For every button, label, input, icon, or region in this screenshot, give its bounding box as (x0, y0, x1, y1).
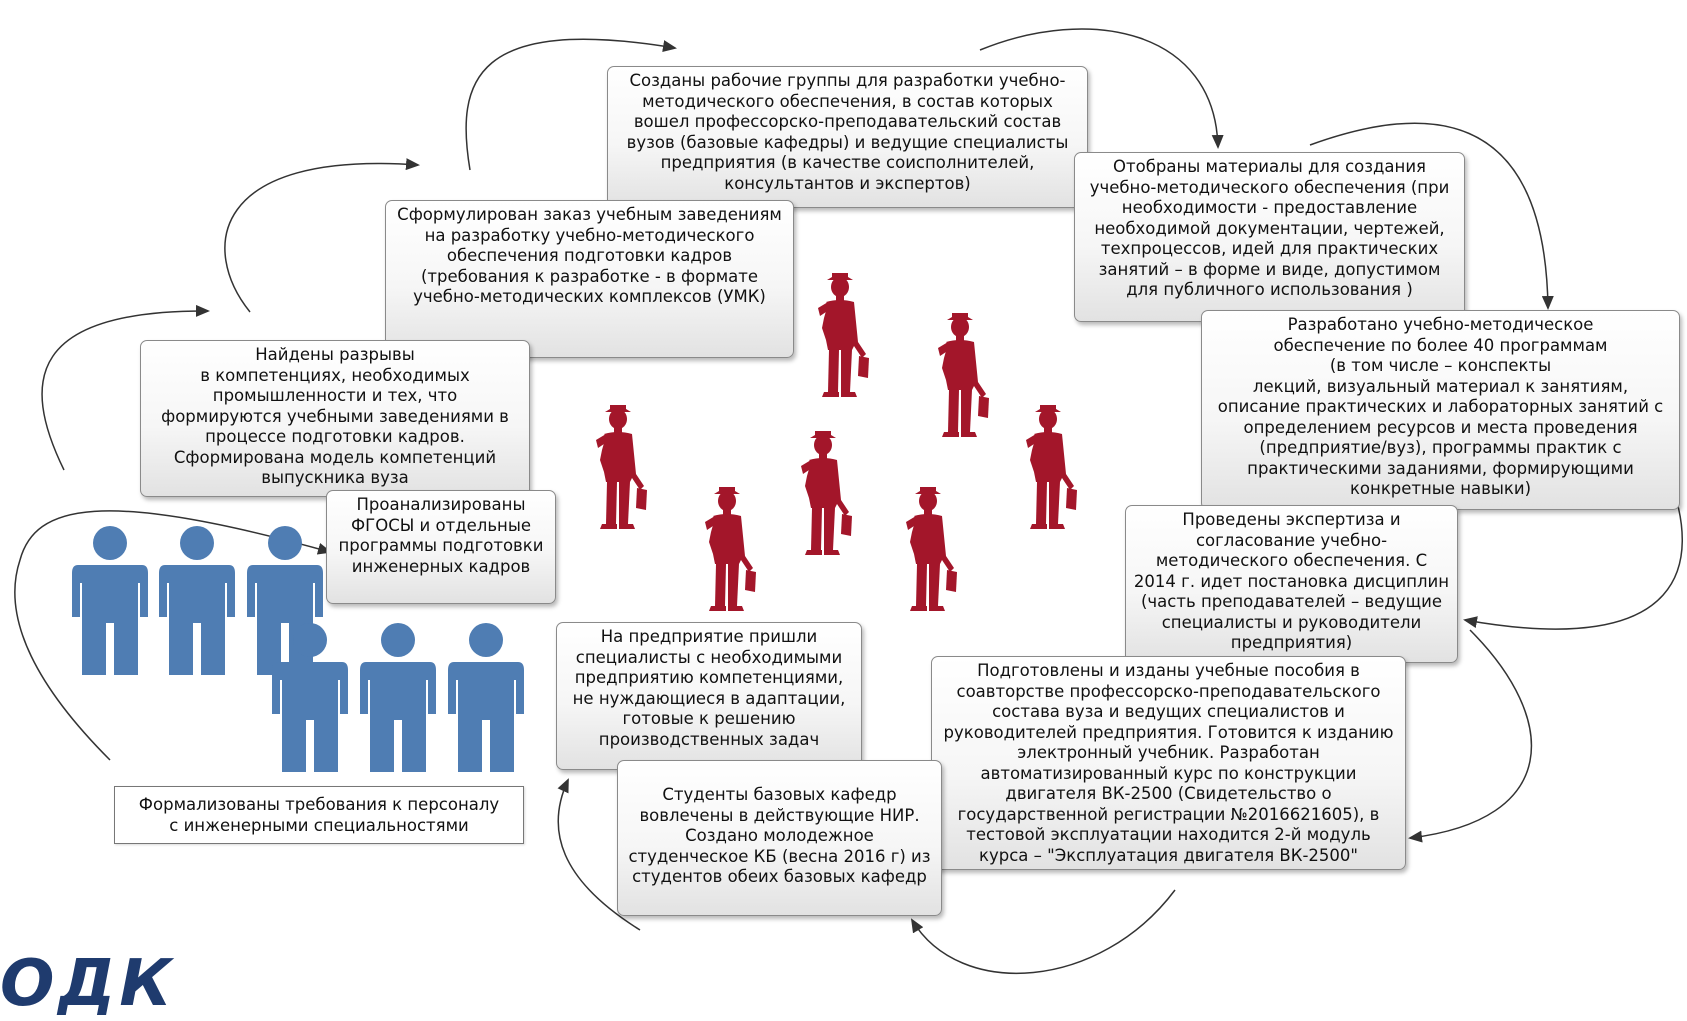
box-specialists-arrived: На предприятие пришли специалисты с необ… (556, 622, 862, 770)
curved-arrow-icon (41, 304, 210, 471)
box-personnel-requirements: Формализованы требования к персоналу с и… (114, 786, 524, 844)
person-icon (272, 623, 348, 772)
curved-arrow-icon (224, 158, 420, 313)
curved-arrow-icon (465, 38, 677, 171)
curved-arrow-icon (1309, 122, 1554, 310)
box-expertise: Проведены экспертиза и согласование учеб… (1125, 505, 1458, 663)
businessman-with-briefcase-icon (818, 273, 869, 397)
curved-arrow-icon (979, 28, 1224, 149)
curved-arrow-icon (1408, 629, 1533, 843)
person-icon (360, 623, 436, 772)
person-icon (72, 526, 148, 675)
businessman-with-briefcase-icon (596, 405, 647, 529)
box-competence-gaps: Найдены разрывы в компетенциях, необходи… (140, 340, 530, 497)
company-logo: ОДК (0, 947, 176, 1021)
box-working-groups: Созданы рабочие группы для разработки уч… (607, 66, 1088, 208)
box-fgos-analyzed: Проанализированы ФГОСЫ и отдельные прогр… (326, 490, 556, 604)
businessman-with-briefcase-icon (801, 431, 852, 555)
box-order-formulated: Сформулирован заказ учебным заведениям н… (385, 200, 794, 358)
businessman-with-briefcase-icon (1026, 405, 1077, 529)
businessman-with-briefcase-icon (938, 313, 989, 437)
curved-arrow-icon (557, 778, 641, 931)
box-materials-selected: Отобраны материалы для создания учебно-м… (1074, 152, 1465, 322)
person-icon (448, 623, 524, 772)
curved-arrow-icon (1463, 479, 1684, 630)
person-icon (159, 526, 235, 675)
businessman-with-briefcase-icon (906, 487, 957, 611)
curved-arrow-icon (14, 510, 332, 761)
businessman-with-briefcase-icon (705, 487, 756, 611)
box-students-involved: Студенты базовых кафедр вовлечены в дейс… (617, 760, 942, 916)
box-methodical-support-developed: Разработано учебно-методическое обеспече… (1201, 310, 1680, 510)
diagram-canvas (14, 28, 1684, 974)
box-textbooks-published: Подготовлены и изданы учебные пособия в … (931, 656, 1406, 870)
flow-arrows (14, 28, 1684, 974)
curved-arrow-icon (910, 889, 1176, 974)
